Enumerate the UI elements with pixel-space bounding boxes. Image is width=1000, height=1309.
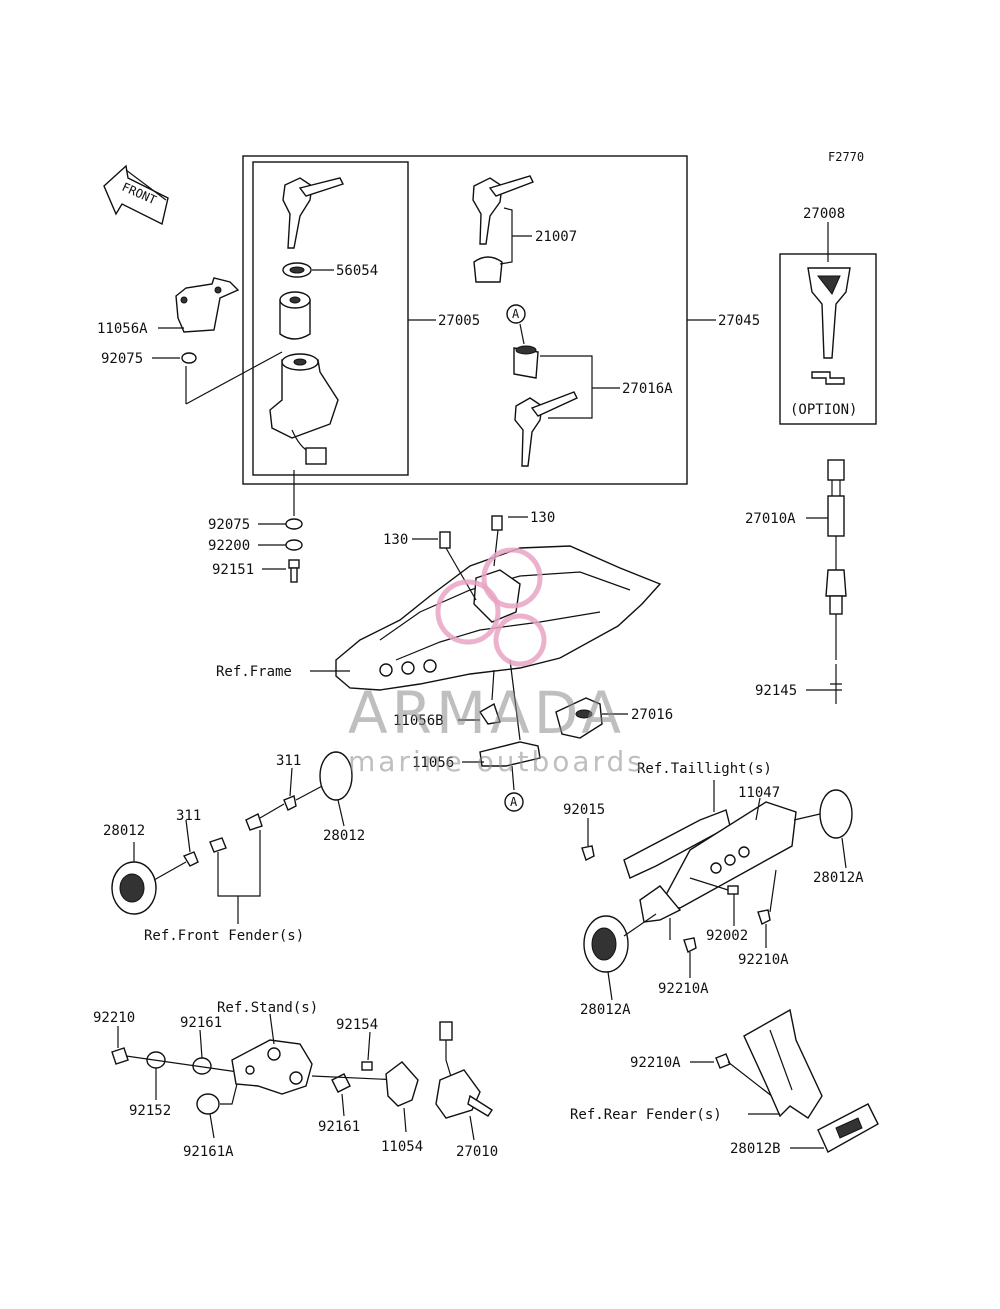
bracket-11056-icon — [479, 741, 541, 767]
stud-right-icon — [245, 813, 263, 831]
watermark-logo-icon — [435, 547, 547, 667]
part-label: 92075 — [101, 351, 143, 367]
spring-92145-icon — [830, 664, 842, 704]
bolt-92154 — [361, 1061, 373, 1071]
part-label: 92210 — [93, 1010, 135, 1026]
watermark-brand: ARMADA — [348, 679, 625, 747]
washer-92075-top — [181, 352, 197, 364]
ref-a-marker-bottom: A — [510, 795, 518, 809]
bracket-11056A-icon — [175, 277, 240, 333]
part-label: 27010A — [745, 511, 796, 527]
lock-27016A-icon — [513, 345, 539, 379]
front-arrow-icon: FRONT — [103, 164, 169, 226]
nut-92210A-mid — [683, 937, 697, 953]
part-label: 27016A — [622, 381, 673, 397]
option-label: (OPTION) — [790, 402, 857, 418]
nut-311-left — [182, 851, 199, 867]
collar-92161A-icon — [196, 1093, 220, 1115]
part-label: 92200 — [208, 538, 250, 554]
bracket-11056B-icon — [479, 702, 501, 725]
part-label: 92145 — [755, 683, 797, 699]
part-label: 28012 — [323, 828, 365, 844]
side-stand-switch-27010-icon — [435, 1021, 493, 1119]
part-label: 92210A — [738, 952, 789, 968]
reflector-28012A-bottom-icon — [583, 915, 629, 973]
part-label: 92075 — [208, 517, 250, 533]
part-label: 27008 — [803, 206, 845, 222]
stand-bracket-icon — [231, 1039, 313, 1095]
bolt-92151-icon — [288, 559, 300, 583]
washer-92200 — [285, 539, 303, 551]
ref-front-fender-label: Ref.Front Fender(s) — [144, 928, 304, 944]
part-label: 92161 — [180, 1015, 222, 1031]
rear-fender-icon — [743, 1008, 823, 1119]
nut-92210A-right — [757, 909, 771, 925]
ref-a-marker-top: A — [512, 307, 520, 321]
part-label: 27016 — [631, 707, 673, 723]
ref-stand-label: Ref.Stand(s) — [217, 1000, 318, 1016]
part-label: 92210A — [630, 1055, 681, 1071]
part-label: 92151 — [212, 562, 254, 578]
part-label: 11056 — [412, 755, 454, 771]
reflector-28012B-icon — [817, 1103, 879, 1153]
part-label: 21007 — [535, 229, 577, 245]
ignition-switch-icon — [269, 353, 339, 465]
part-label: 92161 — [318, 1119, 360, 1135]
part-label: 28012A — [813, 870, 864, 886]
key-27016A-icon — [514, 391, 578, 467]
bolt-92002 — [727, 885, 739, 895]
part-label: 311 — [276, 753, 301, 769]
stud-left-icon — [209, 837, 227, 853]
part-label: 11054 — [381, 1139, 423, 1155]
part-label: 28012A — [580, 1002, 631, 1018]
reflector-28012A-right-icon — [819, 789, 853, 839]
ref-frame-label: Ref.Frame — [216, 664, 292, 680]
part-label: 11047 — [738, 785, 780, 801]
reflector-28012-right-icon — [319, 751, 353, 801]
watermark: ARMADA marine outboards — [348, 547, 645, 778]
lock-cylinder-icon — [279, 291, 311, 340]
reflector-28012-left-icon — [111, 861, 157, 915]
figure-code: F2770 — [828, 150, 864, 164]
part-label: 11056B — [393, 713, 444, 729]
nut-92210 — [111, 1047, 129, 1065]
part-label: 56054 — [336, 263, 378, 279]
lock-27016-icon — [555, 697, 603, 739]
washer-92075-bottom — [285, 518, 303, 530]
part-label: 27005 — [438, 313, 480, 329]
nut-311-right — [283, 795, 297, 811]
nut-92161-right — [331, 1073, 351, 1093]
part-label: 27010 — [456, 1144, 498, 1160]
part-label: 130 — [530, 510, 555, 526]
part-label: 92154 — [336, 1017, 378, 1033]
kit-27005-box — [252, 161, 409, 476]
part-label: 28012B — [730, 1141, 781, 1157]
part-label: 92161A — [183, 1144, 234, 1160]
part-label: 92152 — [129, 1103, 171, 1119]
part-label: 28012 — [103, 823, 145, 839]
taillight-bracket-icon — [623, 801, 797, 923]
part-label: 11056A — [97, 321, 148, 337]
part-label: 92002 — [706, 928, 748, 944]
option-key-icon — [807, 267, 851, 385]
nut-92015 — [581, 845, 595, 861]
connector-27010A-icon — [825, 459, 847, 660]
part-label: 130 — [383, 532, 408, 548]
part-label: 311 — [176, 808, 201, 824]
key-21007-icon — [472, 175, 534, 283]
nut-92210A-rear — [715, 1053, 731, 1069]
watermark-tagline: marine outboards — [348, 745, 645, 778]
part-label: 92015 — [563, 802, 605, 818]
key-icon — [282, 177, 344, 249]
ref-taillight-label: Ref.Taillight(s) — [637, 761, 772, 777]
switch-plate-11054-icon — [385, 1061, 419, 1107]
part-label: 27045 — [718, 313, 760, 329]
part-label: 92210A — [658, 981, 709, 997]
ref-rear-fender-label: Ref.Rear Fender(s) — [570, 1107, 722, 1123]
